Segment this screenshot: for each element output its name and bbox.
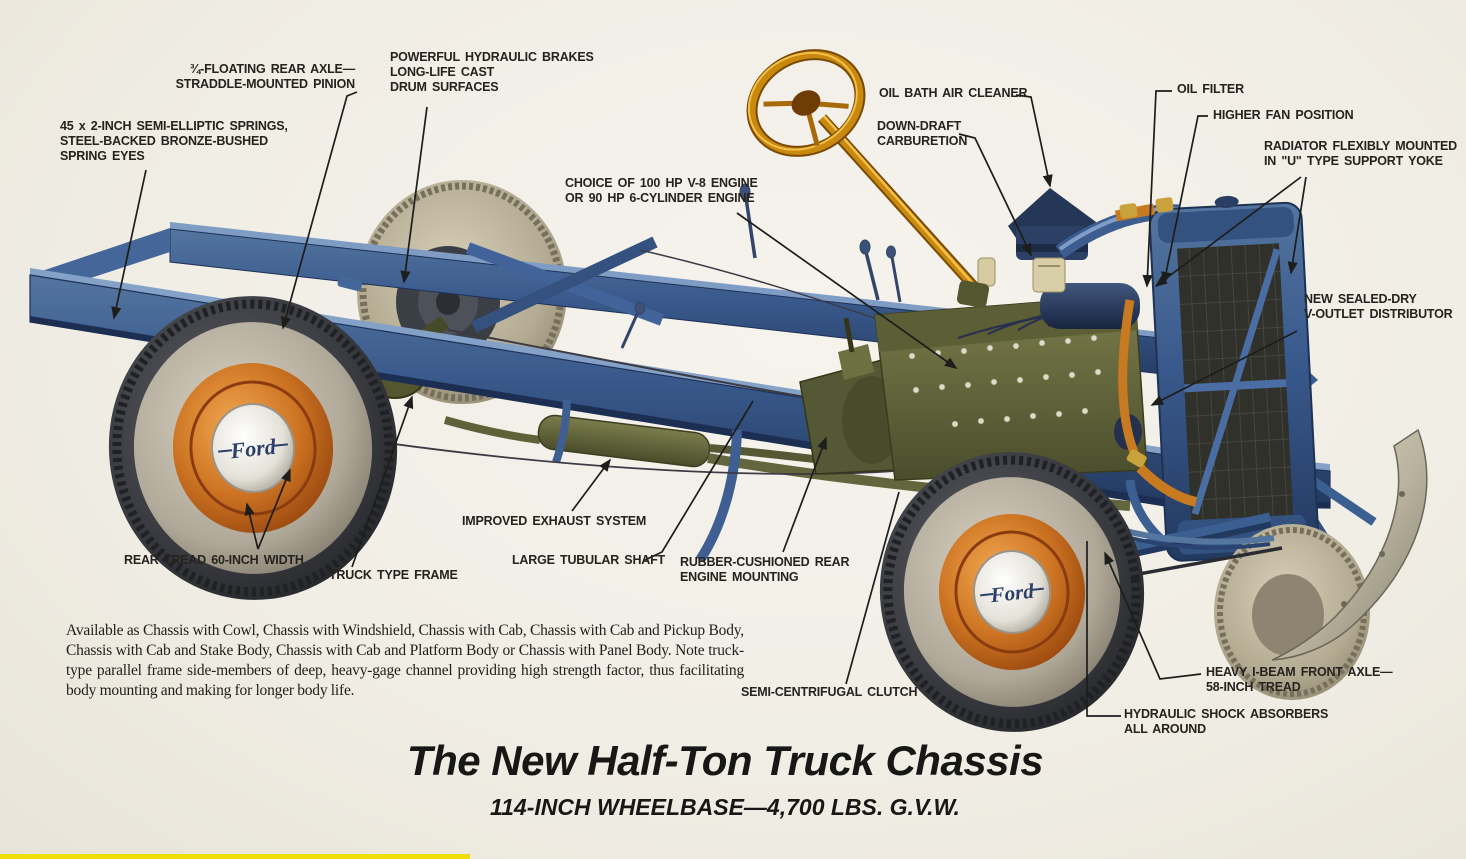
- callout-floating-rear-axle: ¾-FLOATING REAR AXLE— STRADDLE-MOUNTED P…: [175, 62, 356, 91]
- availability-paragraph: Available as Chassis with Cowl, Chassis …: [66, 622, 744, 700]
- callout-semi-centrifugal-clutch: SEMI-CENTRIFUGAL CLUTCH: [741, 685, 918, 699]
- callout-improved-exhaust: IMPROVED EXHAUST SYSTEM: [462, 514, 647, 528]
- hubcap-logo-front: Ford: [988, 579, 1035, 608]
- leader-lines: [111, 90, 1307, 717]
- hubcap-logo-rear: Ford: [228, 434, 278, 464]
- radiator: [1148, 195, 1320, 562]
- page-subtitle: 114-INCH WHEELBASE—4,700 LBS. G.V.W.: [490, 794, 960, 820]
- callout-heavy-i-beam-axle: HEAVY I-BEAM FRONT AXLE— 58-INCH TREAD: [1206, 665, 1393, 694]
- far-front-wheel: [1214, 524, 1370, 700]
- callout-radiator-mounting: RADIATOR FLEXIBLY MOUNTED IN "U" TYPE SU…: [1264, 139, 1457, 168]
- callout-down-draft-carburetion: DOWN-DRAFT CARBURETION: [877, 119, 968, 148]
- front-bumper: [1271, 428, 1428, 661]
- leader-sealed-dry-distributor: [1150, 330, 1298, 406]
- leader-hydraulic-brakes: [400, 106, 428, 284]
- leader-oil-bath-air-cleaner: [1015, 94, 1053, 188]
- radiator-hoses: [1115, 197, 1198, 507]
- callout-rear-tread: REAR TREAD 60-INCH WIDTH: [124, 553, 304, 567]
- leader-heavy-i-beam-axle: [1104, 551, 1202, 680]
- steering-wheel: [746, 49, 866, 157]
- callout-large-tubular-shaft: LARGE TUBULAR SHAFT: [512, 553, 665, 567]
- leader-large-tubular-shaft: [644, 400, 754, 561]
- callout-hydraulic-shocks: HYDRAULIC SHOCK ABSORBERS ALL AROUND: [1124, 707, 1329, 736]
- callout-rubber-cushioned-mounting: RUBBER-CUSHIONED REAR ENGINE MOUNTING: [680, 555, 850, 584]
- generator-oil-filter: [1040, 283, 1140, 329]
- callout-oil-filter: OIL FILTER: [1177, 82, 1244, 96]
- leader-radiator-mounting-right: [1287, 176, 1307, 275]
- bottom-page-strip: [0, 854, 470, 859]
- x-crossmember: [465, 236, 665, 333]
- leader-rear-tread-b: [257, 468, 291, 550]
- leader-down-draft-carburetion: [958, 133, 1032, 257]
- front-wheel: Ford: [879, 452, 1145, 732]
- leader-rear-tread-a: [244, 502, 259, 550]
- leader-engine-choice: [736, 212, 958, 369]
- page-title: The New Half-Ton Truck Chassis: [406, 737, 1044, 784]
- air-cleaner: [1008, 188, 1096, 260]
- leader-truck-type-frame: [351, 395, 414, 568]
- leader-rubber-cushioned-mounting: [782, 436, 827, 553]
- callout-oil-bath-air-cleaner: OIL BATH AIR CLEANER: [879, 86, 1028, 100]
- steering-assembly: [620, 49, 990, 349]
- leader-floating-rear-axle: [281, 91, 358, 330]
- leader-hydraulic-shocks: [1086, 541, 1121, 717]
- callout-higher-fan-position: HIGHER FAN POSITION: [1213, 108, 1354, 122]
- callout-sealed-dry-distributor: NEW SEALED-DRY V-OUTLET DISTRIBUTOR: [1304, 292, 1453, 321]
- callout-semi-elliptic-springs: 45 x 2-INCH SEMI-ELLIPTIC SPRINGS, STEEL…: [60, 119, 288, 163]
- leader-semi-elliptic-springs: [111, 169, 147, 320]
- callout-truck-type-frame: TRUCK TYPE FRAME: [329, 568, 458, 582]
- callout-engine-choice: CHOICE OF 100 HP V-8 ENGINE OR 90 HP 6-C…: [565, 176, 758, 205]
- fuel-pump: [977, 257, 996, 287]
- leader-semi-centrifugal-clutch: [845, 491, 900, 685]
- carburetor: [1032, 257, 1066, 293]
- leader-oil-filter: [1142, 90, 1172, 288]
- leader-radiator-mounting-left: [1154, 176, 1302, 288]
- rear-wheel: Ford: [108, 296, 398, 600]
- engine-bolt-dots: [908, 334, 1102, 428]
- control-levers: [620, 183, 902, 349]
- leader-higher-fan-position: [1161, 115, 1208, 285]
- callout-hydraulic-brakes: POWERFUL HYDRAULIC BRAKES LONG-LIFE CAST…: [390, 50, 594, 94]
- engine: [874, 257, 1148, 481]
- leader-improved-exhaust: [571, 458, 612, 512]
